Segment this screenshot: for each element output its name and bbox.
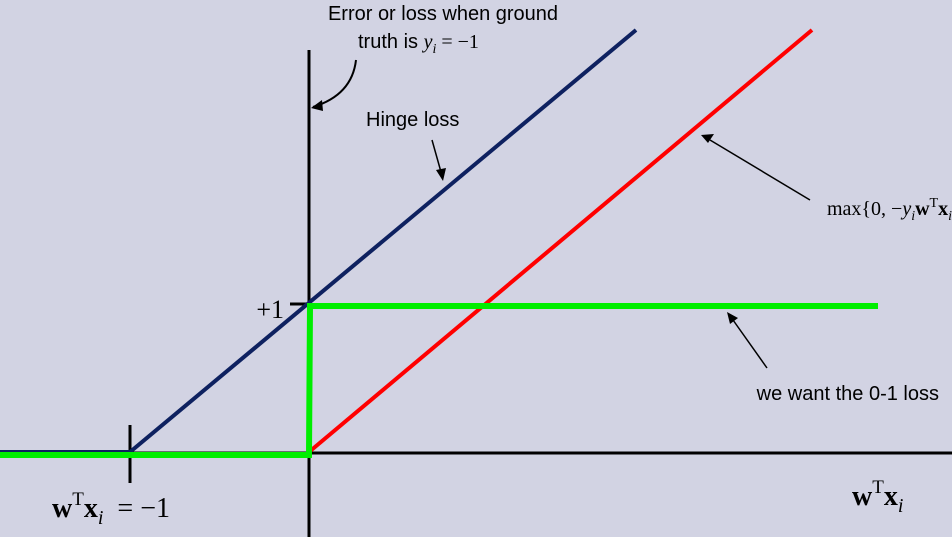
max-loss-label: max{0, −yiwTxi} loss [827,196,952,224]
hinge-loss-label: Hinge loss [366,109,459,131]
ground-truth-label-line1: Error or loss when ground [328,3,558,25]
zero-one-pointer [732,319,768,369]
minus-one-axis-label: wTxi = −1 [52,489,170,529]
hinge-pointer [431,139,442,173]
ground-truth-arrowhead [311,100,323,111]
max-loss-pointer-head [701,134,714,143]
max-loss-pointer [709,139,811,201]
zero-one-pointer-head [727,312,738,324]
ground-truth-arrow [312,59,357,108]
perceptron-loss-line [307,28,814,454]
hinge-pointer-head [436,168,446,181]
x-axis-label: wTxi [852,477,903,517]
zero-one-loss-line [0,303,878,458]
ground-truth-label-line2: truth is yi = −1 [358,31,479,57]
plus-one-label: +1 [256,295,284,324]
zero-one-loss-label: we want the 0-1 loss [756,383,939,405]
hinge-loss-line [0,28,638,454]
